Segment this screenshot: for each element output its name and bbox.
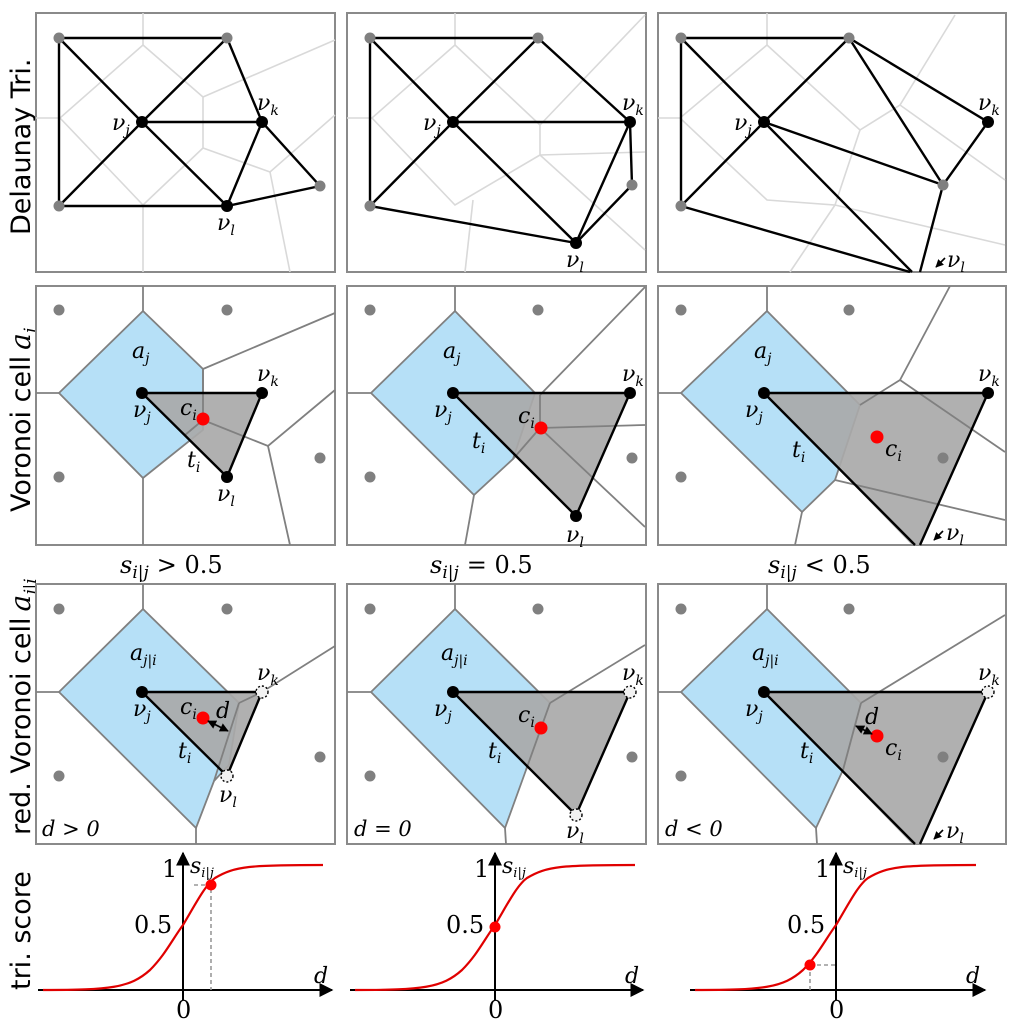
svg-text:νl: νl — [566, 248, 584, 276]
svg-text:d: d — [865, 705, 879, 730]
svg-text:si|j: si|j — [190, 854, 214, 881]
svg-text:νk: νk — [622, 362, 644, 390]
delaunay-panel-3: νj νk νl — [657, 12, 1007, 276]
svg-text:νk: νk — [978, 362, 1000, 390]
reduced-voronoi-panel-1: aj|i νj νk νl ci d ti d > 0 — [35, 583, 336, 845]
svg-text:νl: νl — [947, 248, 965, 276]
delaunay-panel-1: νj νk νl — [35, 12, 336, 273]
score-plot-1: 1 0.5 0 si|j d — [38, 851, 334, 1024]
voronoi-panel-3: aj νj νk νl ci ti — [657, 285, 1007, 549]
score-plot-3: 1 0.5 0 si|j d — [690, 851, 987, 1024]
svg-text:ti: ti — [187, 448, 200, 476]
svg-text:ti: ti — [488, 739, 501, 767]
svg-text:ti: ti — [792, 438, 805, 466]
svg-text:νk: νk — [257, 661, 279, 689]
svg-text:0.5: 0.5 — [446, 911, 484, 939]
caption-col-3: si|j< 0.5 — [768, 551, 871, 583]
svg-text:νj: νj — [434, 697, 452, 725]
svg-text:νl: νl — [946, 819, 964, 847]
svg-text:d: d — [314, 964, 328, 989]
svg-text:ci: ci — [518, 703, 535, 731]
svg-text:Voronoi cellaj: Voronoi cellaj — [4, 327, 41, 512]
svg-text:1: 1 — [815, 855, 830, 883]
svg-text:νk: νk — [622, 661, 644, 689]
svg-text:νk: νk — [257, 362, 279, 390]
svg-text:aj|i: aj|i — [441, 641, 468, 669]
svg-text:d: d — [966, 964, 980, 989]
svg-text:ci: ci — [885, 437, 902, 465]
svg-text:νj: νj — [745, 398, 763, 426]
svg-text:0: 0 — [829, 996, 844, 1024]
d-label-1: d > 0 — [42, 817, 100, 841]
svg-text:ti: ti — [800, 739, 813, 767]
svg-text:νl: νl — [217, 482, 235, 510]
svg-text:νk: νk — [257, 91, 279, 119]
svg-text:νj: νj — [423, 111, 441, 139]
svg-text:νl: νl — [566, 819, 584, 847]
svg-text:νj: νj — [112, 111, 130, 139]
svg-text:ci: ci — [518, 404, 535, 432]
svg-text:1: 1 — [474, 855, 489, 883]
d-label-3: d < 0 — [665, 817, 723, 841]
row-label-voronoi: Voronoi cellaj — [4, 327, 41, 512]
row-label-delaunay: Delaunay Tri. — [6, 59, 37, 236]
svg-text:aj: aj — [132, 339, 150, 367]
svg-text:0: 0 — [488, 996, 503, 1024]
reduced-voronoi-panel-3: aj|i νj νk νl ci d ti d < 0 — [657, 583, 1007, 847]
svg-text:νk: νk — [978, 661, 1000, 689]
svg-text:1: 1 — [162, 855, 177, 883]
vertex-vl — [221, 200, 233, 212]
svg-text:νk: νk — [978, 91, 1000, 119]
reduced-voronoi-panel-2: aj|i νj νk νl ci ti d = 0 — [346, 583, 647, 847]
svg-text:νj: νj — [434, 398, 452, 426]
score-plot-2: 1 0.5 0 si|j d — [350, 851, 645, 1024]
voronoi-panel-2: aj νj νk νl ci ti — [346, 285, 647, 551]
svg-text:d: d — [216, 699, 230, 724]
svg-text:aj|i: aj|i — [752, 641, 779, 669]
svg-text:ti: ti — [472, 429, 485, 457]
svg-text:ti: ti — [178, 739, 191, 767]
svg-text:d: d — [625, 964, 639, 989]
svg-text:si|j: si|j — [502, 854, 526, 881]
caption-col-2: si|j= 0.5 — [430, 551, 533, 583]
svg-text:0.5: 0.5 — [787, 911, 825, 939]
svg-text:νl: νl — [946, 521, 964, 549]
vertex-vk — [256, 116, 268, 128]
svg-text:ci: ci — [180, 396, 197, 424]
d-label-2: d = 0 — [354, 817, 412, 841]
svg-text:νl: νl — [566, 523, 584, 551]
voronoi-panel-1: aj νj νk νl ci ti — [35, 285, 336, 546]
svg-text:0.5: 0.5 — [134, 911, 172, 939]
svg-text:νj: νj — [133, 697, 151, 725]
svg-text:νj: νj — [133, 398, 151, 426]
svg-text:ci: ci — [180, 695, 197, 723]
svg-text:ci: ci — [885, 736, 902, 764]
svg-text:0: 0 — [176, 996, 191, 1024]
svg-text:aj: aj — [443, 339, 461, 367]
svg-text:νj: νj — [734, 111, 752, 139]
svg-text:νk: νk — [622, 91, 644, 119]
svg-text:si|j: si|j — [843, 854, 867, 881]
row-label-score: tri. score — [6, 871, 37, 990]
svg-text:νj: νj — [745, 697, 763, 725]
vertex-vj — [136, 116, 148, 128]
delaunay-panel-2: νj νk νl — [346, 12, 647, 276]
centroid-ci — [196, 412, 210, 426]
svg-text:νl: νl — [217, 211, 235, 239]
caption-col-1: si|j> 0.5 — [120, 551, 223, 583]
svg-text:aj|i: aj|i — [130, 641, 157, 669]
svg-text:νl: νl — [219, 783, 237, 811]
svg-text:aj: aj — [754, 339, 772, 367]
